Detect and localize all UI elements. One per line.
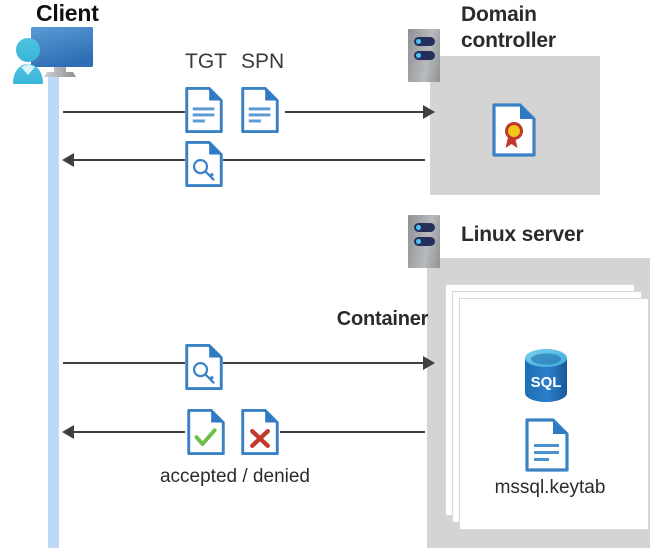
flow1-arrowhead (423, 105, 435, 119)
domain-controller-title: Domain controller (461, 3, 556, 52)
svg-text:SQL: SQL (531, 374, 562, 391)
rack-led-1 (414, 223, 435, 232)
flow2-arrowhead (62, 153, 74, 167)
rack-led-2 (414, 237, 435, 246)
flow3-line-left (63, 362, 185, 364)
flow4-line-right (280, 431, 425, 433)
keytab-label: mssql.keytab (494, 477, 606, 498)
accepted-document-icon (187, 408, 225, 456)
keytab-document-icon (525, 418, 569, 472)
container-card-front (459, 298, 649, 530)
flow1-line-left (63, 111, 185, 113)
client-lifeline (48, 72, 59, 548)
tgt-document-icon (185, 86, 223, 134)
sql-database-icon: SQL (521, 348, 571, 403)
flow2-line-right (223, 159, 425, 161)
accepted-denied-label: accepted / denied (159, 466, 310, 487)
denied-document-icon (241, 408, 279, 456)
key-document-icon-1 (185, 140, 223, 188)
flow2-line-left (74, 159, 185, 161)
rack-led-1 (414, 37, 435, 46)
key-document-icon-2 (185, 343, 223, 391)
spn-label: SPN (241, 50, 285, 73)
flow4-arrowhead (62, 425, 74, 439)
flow3-line-right (223, 362, 425, 364)
tgt-label: TGT (185, 50, 227, 73)
client-title: Client (36, 0, 99, 26)
rack-led-2 (414, 51, 435, 60)
flow3-arrowhead (423, 356, 435, 370)
domain-controller-rack-icon (408, 29, 440, 82)
linux-server-title: Linux server (461, 223, 584, 246)
flow4-line-left (74, 431, 185, 433)
container-title: Container (336, 308, 429, 330)
client-computer-user-icon (10, 24, 102, 84)
flow1-line-right (285, 111, 425, 113)
spn-document-icon (241, 86, 279, 134)
certificate-document-icon (492, 103, 536, 157)
linux-server-rack-icon (408, 215, 440, 268)
